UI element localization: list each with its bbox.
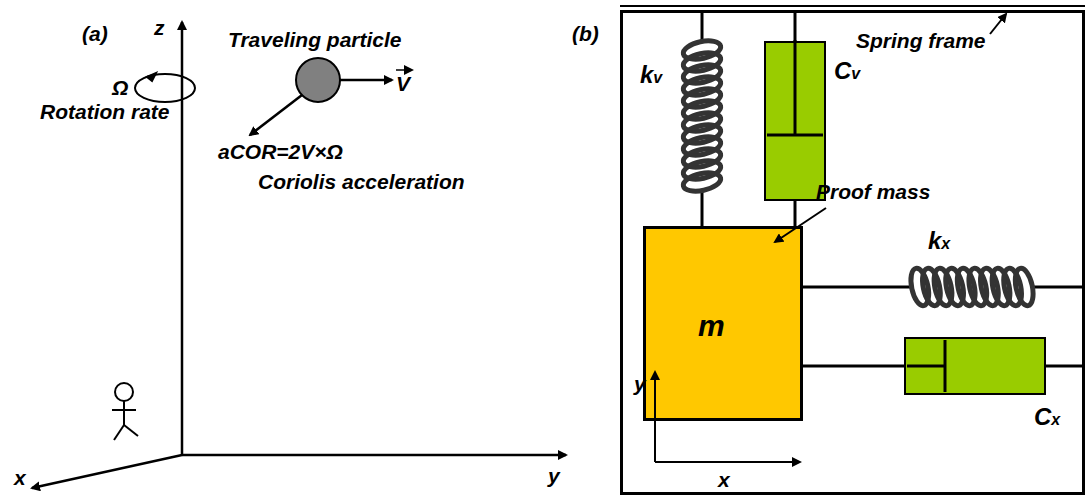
annotation: Traveling particle — [228, 28, 402, 51]
equation: aCOR=2V×Ω — [218, 140, 343, 163]
panel-label: (b) — [572, 22, 599, 45]
mass-axes — [655, 372, 800, 462]
rotation-symbol — [135, 73, 195, 102]
spring-frame: Spring frame m — [620, 10, 1085, 495]
axis-label: z — [154, 16, 165, 39]
panel-label: (a) — [82, 22, 108, 45]
annotation: Proof mass — [816, 180, 930, 203]
annotation: Rotation rate — [40, 100, 170, 123]
leader-line — [990, 14, 1006, 34]
symbol-label: Ω — [112, 76, 128, 99]
vector-label: V — [396, 72, 410, 95]
symbol-label: Cx — [1034, 404, 1060, 430]
spring-coil — [908, 267, 1036, 308]
particle — [296, 58, 340, 102]
coil-turn — [1012, 267, 1036, 308]
axis-label: x — [14, 466, 26, 489]
axis-label: y — [634, 372, 646, 395]
observer-figure — [112, 383, 138, 440]
leader-line — [775, 208, 826, 242]
coil-turn — [682, 170, 723, 194]
proof-mass: m — [643, 226, 803, 421]
spring-coil — [682, 38, 723, 194]
spring-kx — [800, 286, 1085, 289]
symbol-label: kx — [928, 228, 950, 254]
vector-arrows — [250, 70, 412, 135]
axis-label: y — [548, 464, 560, 487]
frame-top — [620, 5, 1085, 7]
symbol-label: kv — [640, 62, 662, 88]
node-label: Spring frame — [856, 29, 986, 52]
node-label: m — [698, 309, 725, 342]
coordinate-axes — [32, 22, 566, 488]
symbol-label: Cv — [834, 58, 860, 84]
annotation: Coriolis acceleration — [258, 170, 465, 193]
damper-cx — [800, 338, 1085, 394]
axis-label: x — [718, 468, 730, 491]
